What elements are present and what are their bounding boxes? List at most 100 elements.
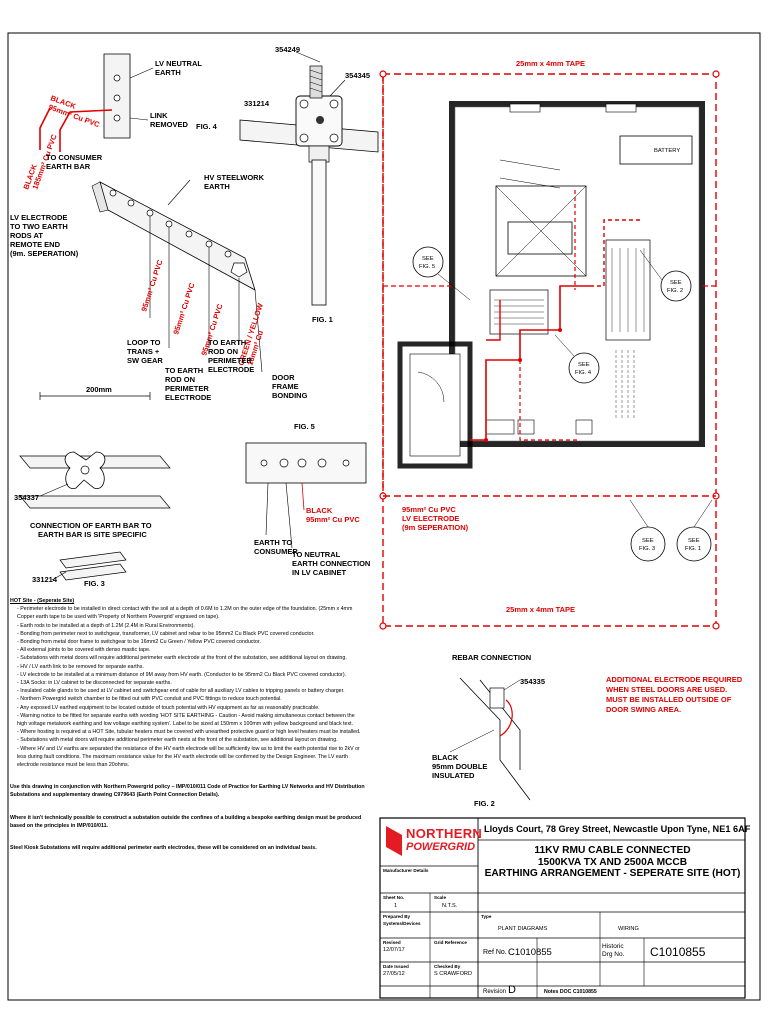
address: Lloyds Court, 78 Grey Street, Newcastle … — [484, 824, 751, 834]
tape-top-label: 25mm x 4mm TAPE — [516, 59, 585, 68]
svg-text:TRANS +: TRANS + — [127, 347, 160, 356]
fig2-rebar-connection: REBAR CONNECTION 354335 BLACK 95mm DOUBL… — [432, 653, 545, 808]
note-item: Any exposed LV earthed equipment to be l… — [17, 704, 366, 712]
note-item: HV / LV earth link to be removed for sep… — [17, 663, 366, 671]
fig1-label: FIG. 1 — [312, 315, 333, 324]
svg-text:TO TWO EARTH: TO TWO EARTH — [10, 222, 68, 231]
note-item: Perimeter electrode to be installed in d… — [17, 605, 366, 621]
fig5-label: FIG. 5 — [294, 422, 315, 431]
door-frame-bonding-label: DOOR — [272, 373, 295, 382]
svg-text:95mm DOUBLE: 95mm DOUBLE — [432, 762, 487, 771]
see-fig5-callout: SEE — [422, 256, 434, 262]
svg-text:FIG. 5: FIG. 5 — [419, 264, 435, 270]
drawing-title: 11KV RMU CABLE CONNECTED 1500KVA TX AND … — [484, 845, 741, 879]
svg-text:CONSUMER: CONSUMER — [254, 547, 298, 556]
type-value: PLANT DIAGRAMS — [498, 926, 548, 932]
fig5-neutral-bar: FIG. 5 BLACK 95mm² Cu PVC EARTH TO CONSU… — [245, 422, 370, 577]
sheet-no: 1 — [394, 903, 398, 909]
notes-list: Perimeter electrode to be installed in d… — [10, 605, 366, 769]
note-item: Bonding from metal door frame to switchg… — [17, 638, 366, 646]
notes-paragraph-policy: Use this drawing in conjunction with Nor… — [10, 784, 365, 799]
svg-text:LV ELECTRODE: LV ELECTRODE — [402, 514, 459, 523]
fig3-caption: CONNECTION OF EARTH BAR TO — [30, 521, 152, 530]
svg-text:ELECTRODE: ELECTRODE — [165, 393, 211, 402]
prepared-caption: Prepared By — [383, 914, 411, 919]
see-fig2-callout: SEE — [670, 280, 682, 286]
substation-plan: 25mm x 4mm TAPE 25mm x 4mm TAPE BATTERY — [379, 59, 720, 630]
note-item: Where HV and LV earths are separated the… — [17, 745, 366, 770]
part-354249-label: 354249 — [275, 45, 300, 54]
prepared-by: Systems/Devices — [383, 921, 421, 926]
hv-steelwork-earth-label: HV STEELWORK — [204, 173, 265, 182]
title-block: NORTHERN POWERGRID Manufacturer Details … — [383, 824, 751, 996]
manufacturer-caption: Manufacturer Details — [383, 868, 429, 873]
tape-bottom-label: 25mm x 4mm TAPE — [506, 605, 575, 614]
part-331214b-label: 331214 — [32, 575, 58, 584]
svg-text:REMOVED: REMOVED — [150, 120, 189, 129]
fig2-black-label: BLACK — [432, 753, 459, 762]
svg-text:FRAME: FRAME — [272, 382, 299, 391]
northern-powergrid-logo: NORTHERN POWERGRID — [386, 824, 482, 862]
svg-text:FIG. 1: FIG. 1 — [685, 546, 701, 552]
revision-caption: Revision — [483, 989, 507, 995]
part-354337-label: 354337 — [14, 493, 39, 502]
fig4-label: FIG. 4 — [196, 122, 218, 131]
note-item: LV electrode to be installed at a minimu… — [17, 671, 366, 679]
svg-text:EARTH: EARTH — [204, 182, 230, 191]
svg-text:ROD ON: ROD ON — [208, 347, 238, 356]
date-issued: 27/05/12 — [383, 971, 405, 977]
note-item: Insulated cable glands to be used at LV … — [17, 687, 366, 695]
scale: N.T.S. — [442, 903, 458, 909]
svg-text:BONDING: BONDING — [272, 391, 308, 400]
svg-text:IN LV CABINET: IN LV CABINET — [292, 568, 346, 577]
svg-text:EARTH CONNECTION: EARTH CONNECTION — [292, 559, 370, 568]
lv-electrode-label: LV ELECTRODE — [10, 213, 67, 222]
fig5-black-95-label: BLACK — [306, 506, 333, 515]
type-value-2: WIRING — [618, 926, 639, 932]
to-earth-rod-1-label: TO EARTH — [165, 366, 203, 375]
ref-no: C1010855 — [508, 947, 552, 958]
fig3-label: FIG. 3 — [84, 579, 105, 588]
see-fig3-callout: SEE — [642, 538, 654, 544]
note-item: Substations with metal doors will requir… — [17, 654, 366, 662]
svg-text:95mm² Cu PVC: 95mm² Cu PVC — [306, 515, 360, 524]
svg-text:MUST BE INSTALLED OUTSIDE OF: MUST BE INSTALLED OUTSIDE OF — [606, 695, 732, 704]
type-caption: Type — [481, 914, 492, 919]
fig3-earth-bar-connection: 200mm 354337 CONNECTION OF EARTH BAR TO … — [14, 385, 171, 588]
historic-drg-no: C1010855 — [650, 945, 706, 959]
notes-paragraph-steel-kiosk: Steel Kiosk Substations will require add… — [10, 845, 317, 852]
additional-electrode-note: ADDITIONAL ELECTRODE REQUIRED WHEN STEEL… — [606, 675, 743, 714]
revision: D — [508, 984, 516, 996]
notes-heading: HOT Site - (Seperate Site) — [10, 598, 75, 604]
link-removed-label: LINK — [150, 111, 168, 120]
svg-text:EARTH BAR: EARTH BAR — [46, 162, 91, 171]
part-354335-label: 354335 — [520, 677, 545, 686]
note-item: Earth rods to be installed at a depth of… — [17, 622, 366, 630]
svg-text:REMOTE END: REMOTE END — [10, 240, 61, 249]
to-consumer-earth-bar-label: TO CONSUMER — [46, 153, 103, 162]
svg-text:EARTH BAR IS SITE SPECIFIC: EARTH BAR IS SITE SPECIFIC — [38, 530, 147, 539]
note-item: Bonding from perimeter next to switchgea… — [17, 630, 366, 638]
note-item: Where hosting is required at a HOT Site,… — [17, 728, 366, 736]
lv-neutral-earth-label: LV NEUTRAL — [155, 59, 202, 68]
note-item: All external joints to be covered with d… — [17, 646, 366, 654]
svg-text:PERIMETER: PERIMETER — [208, 356, 252, 365]
svg-text:FIG. 2: FIG. 2 — [667, 288, 683, 294]
notes-doc: Notes DOC C1010855 — [544, 989, 597, 995]
sheet-no-caption: Sheet No. — [383, 895, 405, 900]
svg-text:PERIMETER: PERIMETER — [165, 384, 209, 393]
notes-panel: HOT Site - (Seperate Site) Perimeter ele… — [10, 597, 366, 997]
svg-text:ELECTRODE: ELECTRODE — [208, 365, 254, 374]
scale-caption: Scale — [434, 895, 447, 900]
svg-text:WHEN STEEL DOORS ARE USED.: WHEN STEEL DOORS ARE USED. — [606, 685, 727, 694]
svg-text:RODS AT: RODS AT — [10, 231, 43, 240]
date-issued-caption: Date Issued — [383, 964, 409, 969]
svg-text:ADDITIONAL ELECTRODE REQUIRED: ADDITIONAL ELECTRODE REQUIRED — [606, 675, 743, 684]
note-item: Warning notice to be fitted for separate… — [17, 712, 366, 728]
revised-date: 12/07/17 — [383, 947, 405, 953]
notes-paragraph-bespoke: Where it isn't technically possible to c… — [10, 814, 362, 829]
svg-text:(9m SEPERATION): (9m SEPERATION) — [402, 523, 469, 532]
historic-caption: Historic — [602, 943, 624, 950]
note-item: Northern Powergrid switch chamber to be … — [17, 695, 366, 703]
